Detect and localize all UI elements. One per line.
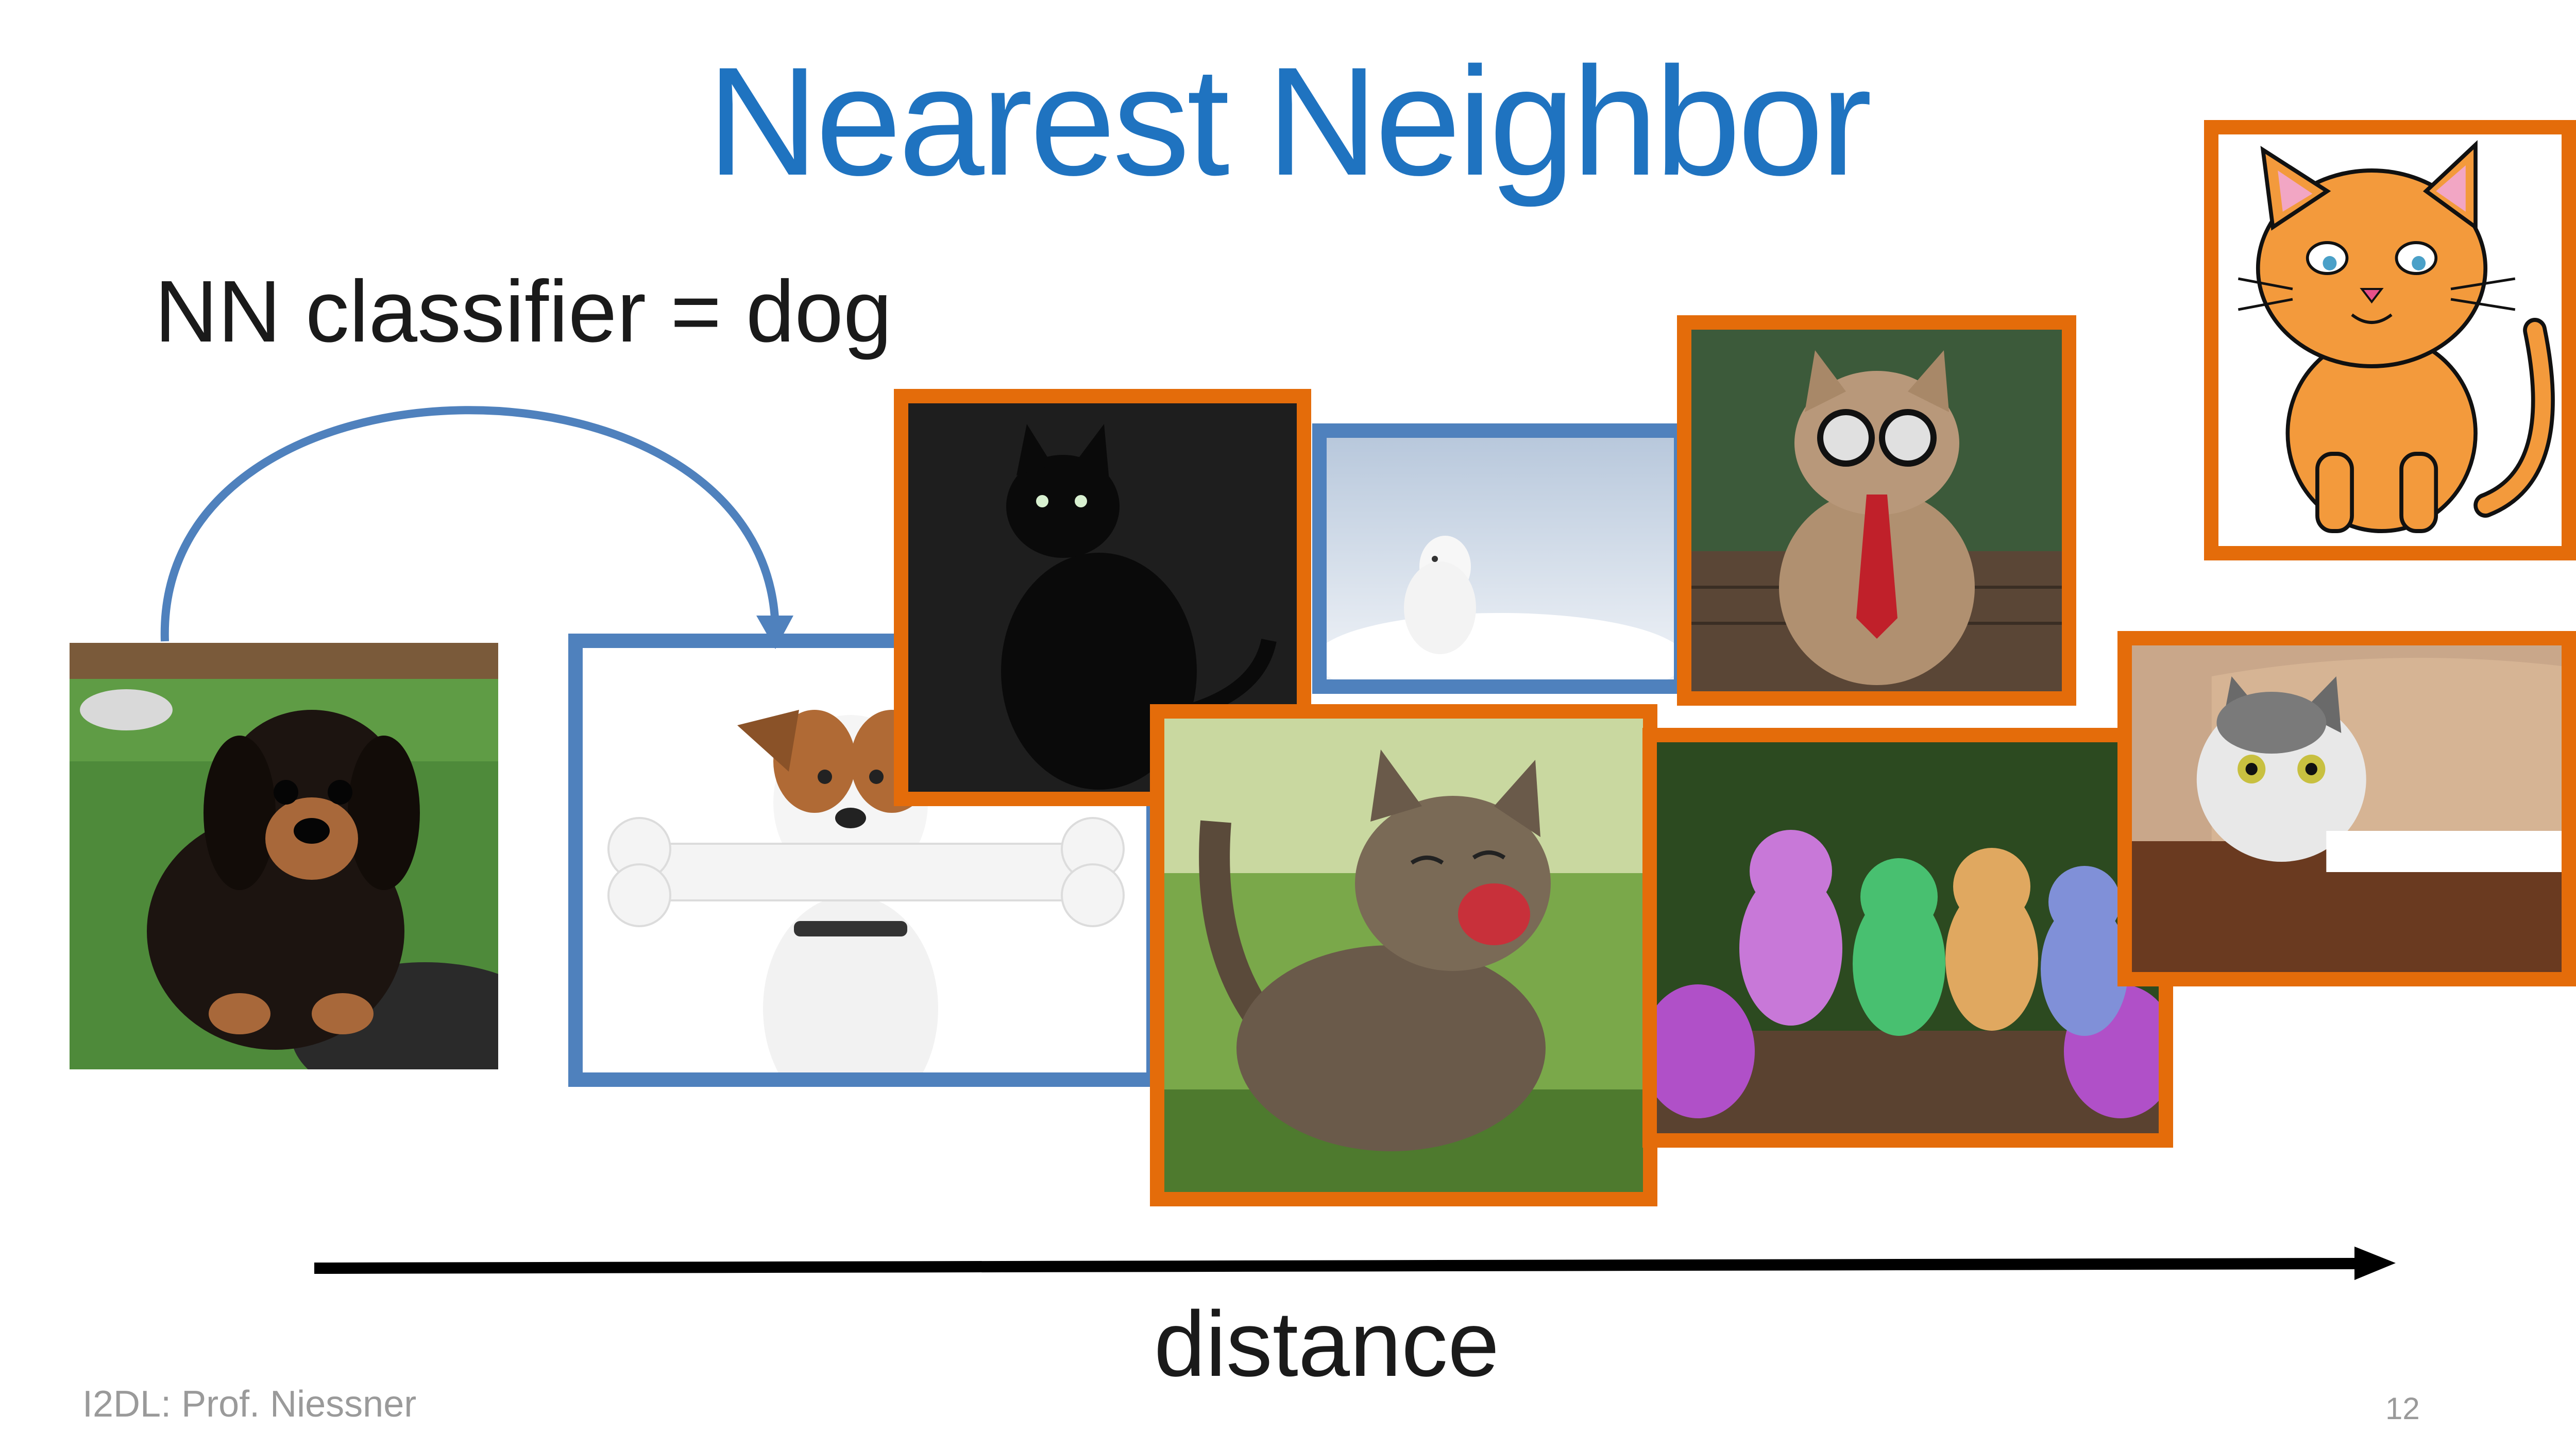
query-image-dog — [70, 643, 498, 1069]
neighbor-image-black-cat — [894, 389, 1311, 806]
page-number: 12 — [2385, 1391, 2420, 1426]
colorful-kittens-illustration — [1657, 742, 2159, 1133]
bag-cat-illustration — [2132, 645, 2562, 972]
cartoon-cat-illustration — [2218, 134, 2562, 546]
neighbor-image-colorful-kittens — [1642, 728, 2173, 1148]
slide-footer: I2DL: Prof. Niessner — [82, 1384, 417, 1425]
distance-axis-arrow — [314, 1258, 2360, 1274]
kitten-illustration — [1164, 719, 1643, 1192]
white-dog-illustration — [1327, 438, 1674, 679]
puppy-illustration — [70, 643, 498, 1069]
neighbor-image-bag-cat — [2117, 631, 2576, 986]
distance-arrowhead — [2354, 1247, 2396, 1280]
business-cat-illustration — [1691, 330, 2062, 691]
black-cat-illustration — [908, 403, 1297, 792]
slide-title: Nearest Neighbor — [707, 35, 1872, 208]
nearest-match-arc-arrow — [160, 406, 779, 642]
distance-axis-label: distance — [1154, 1292, 1500, 1396]
neighbor-image-cartoon-cat — [2204, 120, 2576, 560]
neighbor-image-white-dog — [1312, 423, 1688, 694]
neighbor-image-business-cat — [1677, 315, 2076, 706]
classifier-result: NN classifier = dog — [155, 263, 892, 361]
neighbor-image-meowing-kitten — [1150, 704, 1657, 1206]
